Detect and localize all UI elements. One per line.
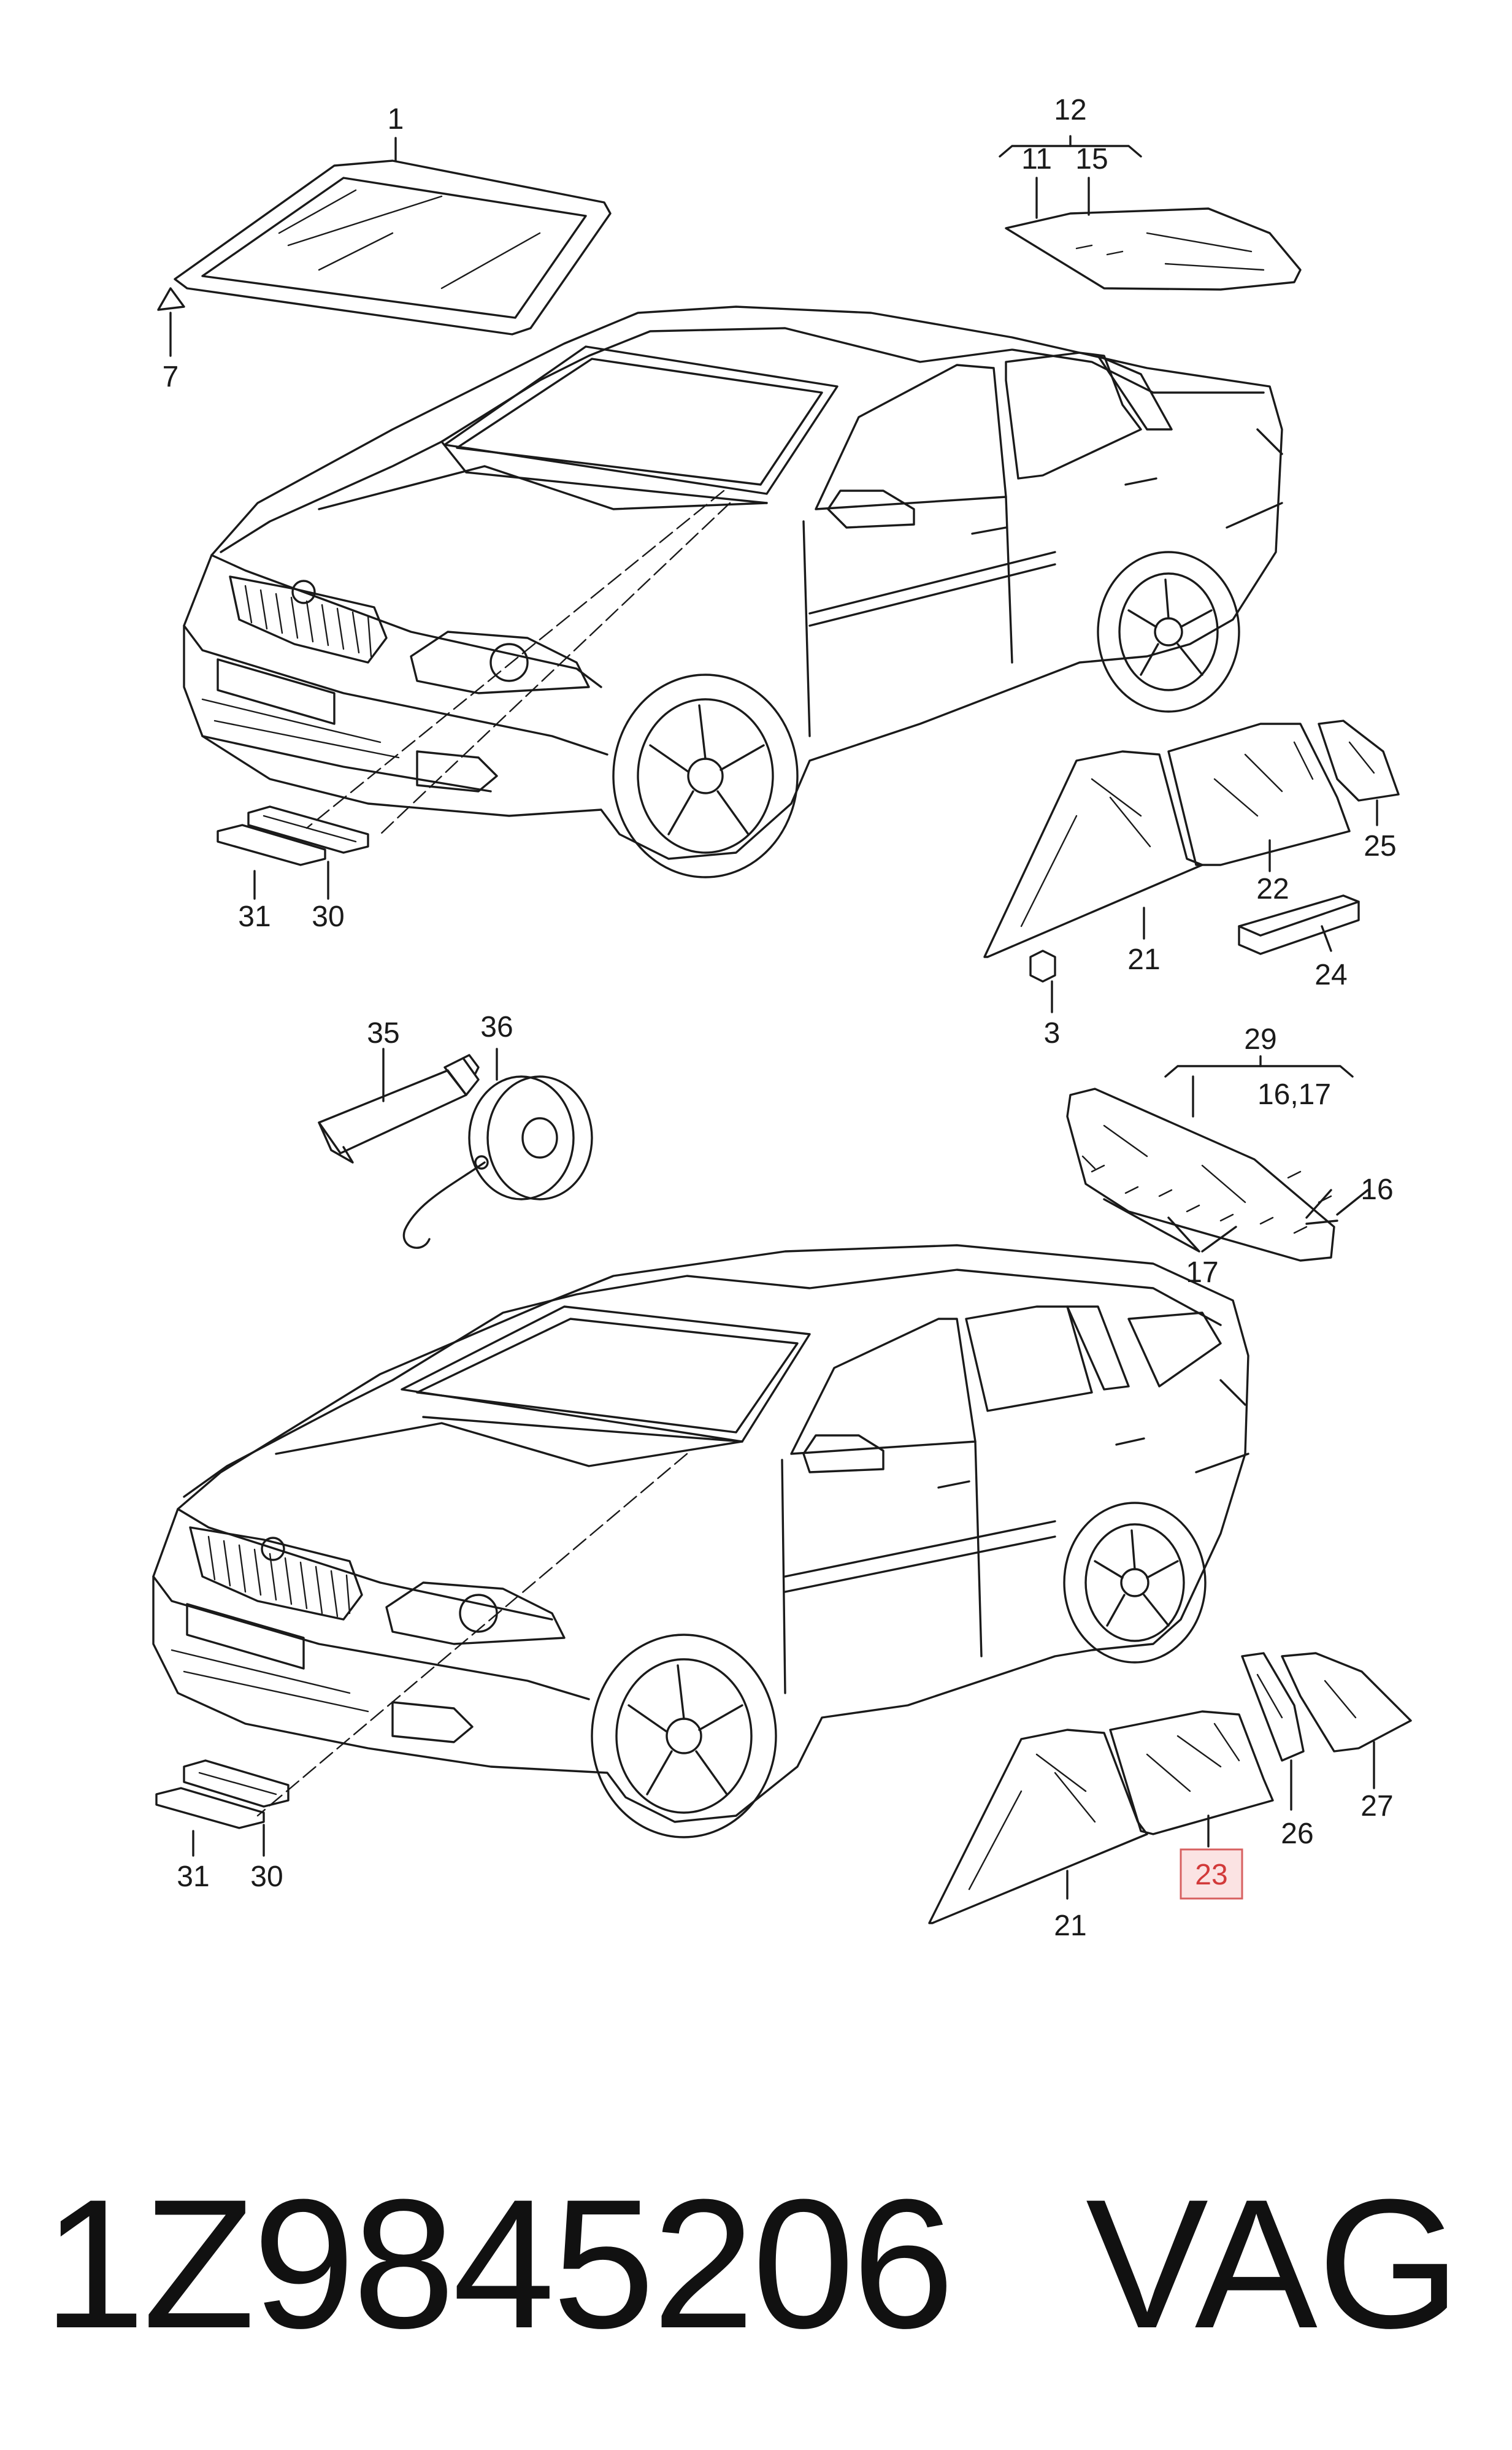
callout-11[interactable]: 11 [1021,143,1052,175]
side-window-26-bottom[interactable] [1241,1652,1305,1811]
side-window-22-top[interactable] [1167,723,1351,872]
rear-window-glass[interactable] [999,135,1302,291]
adhesive-tube-35[interactable] [318,1048,480,1164]
side-window-21-top[interactable] [983,750,1203,958]
windshield-glass[interactable] [174,137,612,336]
callout-16[interactable]: 16 [1360,1173,1393,1206]
callout-1[interactable]: 1 [388,103,404,136]
brand-label: VAG [1086,2160,1461,2367]
callout-31-bottom[interactable]: 31 [177,1861,209,1893]
callout-31-top[interactable]: 31 [238,901,271,933]
callout-25[interactable]: 25 [1364,830,1396,862]
callout-30-top[interactable]: 30 [312,901,344,933]
callout-24[interactable]: 24 [1314,959,1347,991]
part-number-label: 1Z9845206 [43,2160,954,2367]
estate-car-illustration [152,1244,1249,1838]
highlight-box-23 [1180,1848,1243,1900]
emblem-parts-31-30-top[interactable] [217,805,369,900]
callout-21-bottom[interactable]: 21 [1054,1910,1086,1942]
callout-3[interactable]: 3 [1044,1017,1061,1050]
callout-29[interactable]: 29 [1244,1023,1276,1056]
callout-22[interactable]: 22 [1256,873,1289,905]
callout-17[interactable]: 17 [1186,1256,1218,1289]
strip-24[interactable] [1238,894,1360,955]
side-window-27-bottom[interactable] [1281,1652,1412,1789]
side-window-23-bottom[interactable] [1109,1710,1274,1848]
side-window-25-top[interactable] [1318,720,1400,826]
callout-7[interactable]: 7 [163,361,179,393]
emblem-parts-31-30-bottom[interactable] [155,1759,290,1857]
rear-glass-29[interactable] [1066,1055,1369,1262]
sedan-car-illustration [183,305,1283,878]
side-window-21-bottom[interactable] [928,1729,1148,1924]
callout-36[interactable]: 36 [480,1011,513,1043]
callout-35[interactable]: 35 [367,1017,399,1050]
callout-labels: 1 7 12 11 15 31 30 21 22 25 24 3 35 36 2… [163,94,1397,1942]
clip-3[interactable] [1029,950,1056,1013]
callout-12[interactable]: 12 [1054,94,1086,126]
callout-27[interactable]: 27 [1360,1790,1393,1822]
callout-30-bottom[interactable]: 30 [250,1861,283,1893]
callout-16-17[interactable]: 16,17 [1257,1078,1331,1111]
callout-21-top[interactable]: 21 [1127,943,1160,976]
tape-roll-36[interactable] [402,1048,593,1249]
callout-26[interactable]: 26 [1281,1818,1313,1850]
callout-15[interactable]: 15 [1075,143,1108,175]
windshield-clip-7[interactable] [157,287,185,357]
callout-23[interactable]: 23 [1195,1859,1227,1891]
